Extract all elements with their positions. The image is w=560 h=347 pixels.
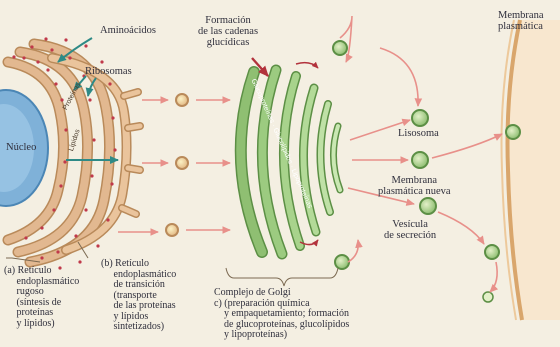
- flow-arrows: [118, 16, 502, 292]
- vesicle-circle: [176, 157, 188, 169]
- vesicle-circle: [166, 224, 178, 236]
- flow-arrow: [490, 262, 497, 292]
- label-complejo-golgi: Complejo de Golgi c) (preparación químic…: [214, 288, 349, 341]
- vesicle-circle: [335, 255, 349, 269]
- flow-arrow: [432, 134, 502, 158]
- label-aminoacidos: Aminoácidos: [100, 25, 156, 36]
- new-membrane-vesicle: [412, 152, 428, 168]
- label-reticulo-transicion: (b) Retículo endoplasmático de transició…: [101, 259, 176, 333]
- label-ribosomas: Ribosomas: [85, 66, 132, 77]
- secretion-vesicle: [420, 198, 436, 214]
- vesicle-circle: [176, 94, 188, 106]
- label-membrana-nueva: Membrana plasmática nueva: [378, 175, 451, 197]
- label-membrana-plasmatica: Membrana plasmática: [498, 10, 543, 32]
- flow-arrow: [438, 212, 484, 244]
- flow-arrow: [380, 48, 418, 106]
- vesicle-circle: [333, 41, 347, 55]
- label-formacion-cadenas: Formación de las cadenas glucídicas: [198, 15, 258, 48]
- label-reticulo-rugoso: (a) Retículo endoplasmático rugoso (sínt…: [4, 266, 79, 329]
- label-vesicula-secrecion: Vesícula de secreción: [384, 219, 436, 241]
- label-lisosoma: Lisosoma: [398, 128, 439, 139]
- lysosome: [412, 110, 428, 126]
- flow-arrow: [348, 240, 358, 262]
- label-nucleo: Núcleo: [6, 142, 36, 153]
